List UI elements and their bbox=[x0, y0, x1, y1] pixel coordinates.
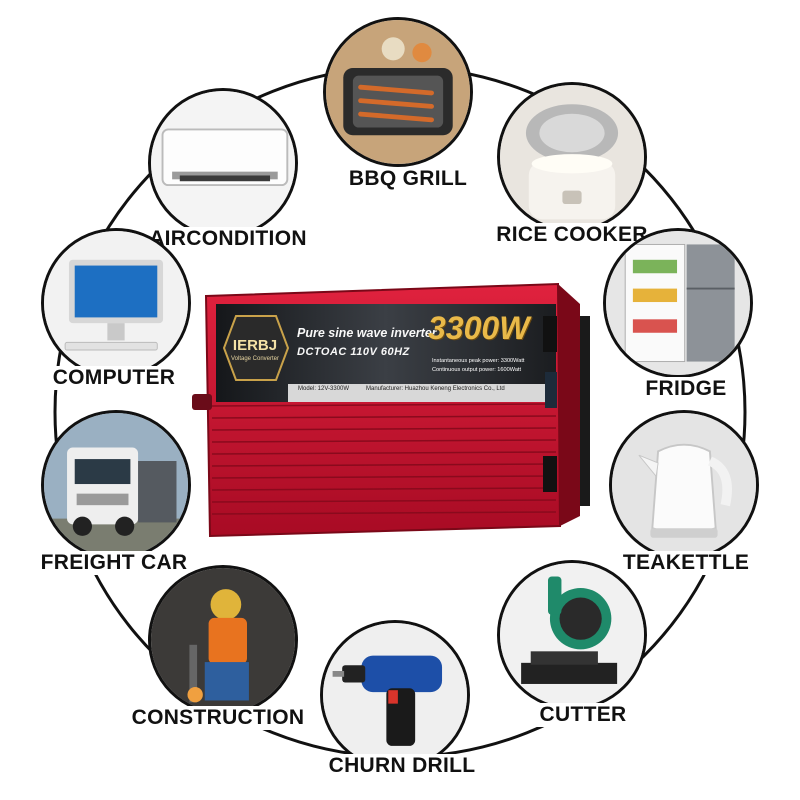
air-conditioner-node bbox=[148, 88, 298, 238]
bbq-grill-label: BBQ GRILL bbox=[345, 167, 471, 191]
inverter-model: Model: 12V-3300W bbox=[298, 386, 350, 392]
inverter-power: 3300W bbox=[428, 310, 530, 346]
inverter-manufacturer: Manufacturer: Huazhou Keneng Electronics… bbox=[366, 386, 505, 392]
drill-icon bbox=[323, 623, 467, 767]
inverter-continuous-power: Continuous output power: 1600Watt bbox=[432, 367, 522, 373]
air-conditioner-icon bbox=[151, 91, 295, 235]
worker-icon bbox=[151, 568, 295, 712]
kettle-icon bbox=[612, 413, 756, 557]
churn-drill-label: CHURN DRILL bbox=[325, 754, 479, 778]
construction-label: CONSTRUCTION bbox=[128, 706, 308, 730]
computer-label: COMPUTER bbox=[49, 366, 179, 390]
fridge-icon bbox=[606, 231, 750, 375]
rice-cooker-label: RICE COOKER bbox=[493, 223, 651, 247]
freight-car-node bbox=[41, 410, 191, 560]
cutter-label: CUTTER bbox=[536, 703, 630, 727]
rice-cooker-node bbox=[497, 82, 647, 232]
inverter-spec: DCTOAC 110V 60HZ bbox=[297, 346, 410, 358]
computer-icon bbox=[44, 231, 188, 375]
cutter-icon bbox=[500, 563, 644, 707]
teakettle-node bbox=[609, 410, 759, 560]
computer-node bbox=[41, 228, 191, 378]
inverter-brand-subtitle: Voltage Converter bbox=[230, 356, 280, 362]
teakettle-label: TEAKETTLE bbox=[619, 551, 753, 575]
inverter-title: Pure sine wave inverter bbox=[297, 326, 437, 340]
fridge-node bbox=[603, 228, 753, 378]
rice-cooker-icon bbox=[500, 85, 644, 229]
bbq-grill-node bbox=[323, 17, 473, 167]
air-conditioner-label: AIRCONDITION bbox=[146, 227, 310, 251]
bbq-grill-icon bbox=[326, 20, 470, 164]
churn-drill-node bbox=[320, 620, 470, 770]
inverter-brand: IERBJ bbox=[232, 337, 278, 354]
inverter-peak-power: Instantaneous peak power: 3300Watt bbox=[432, 358, 525, 364]
cutter-node bbox=[497, 560, 647, 710]
truck-icon bbox=[44, 413, 188, 557]
inverter-image bbox=[192, 282, 590, 538]
construction-node bbox=[148, 565, 298, 715]
fridge-label: FRIDGE bbox=[642, 377, 730, 401]
freight-car-label: FREIGHT CAR bbox=[37, 551, 191, 575]
